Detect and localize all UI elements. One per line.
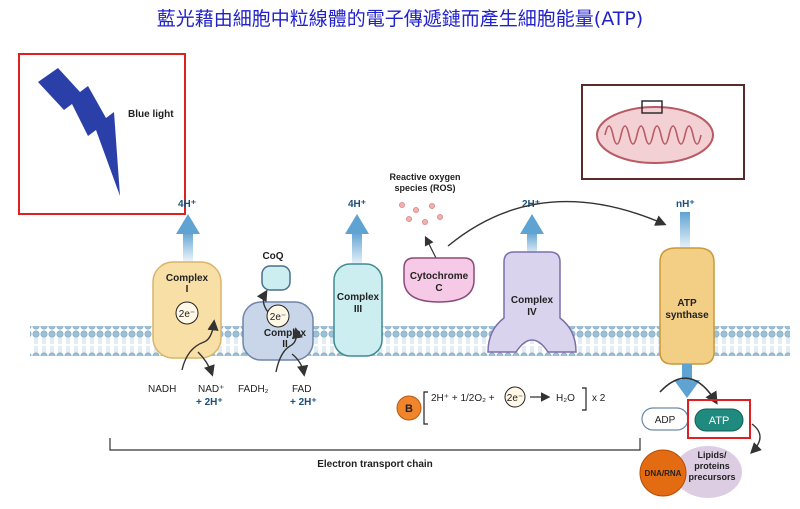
lipids-blob [674,446,742,498]
fad-h-label: + 2H⁺ [290,397,317,408]
atp-to-lipids-arrow [750,423,762,454]
proton-label-atp: nH⁺ [676,199,695,210]
proton-arrow-c4 [520,214,544,256]
adp-label: ADP [655,415,676,426]
blue-light-label: Blue light [128,109,174,120]
lipids-label-3: precursors [688,472,735,482]
atp-label: ATP [709,415,730,427]
equation-bracket-left [423,391,428,425]
complex-3 [333,263,383,357]
fadh2-arrow [275,327,303,373]
proton-arrow-atp [680,212,690,250]
dna-rna-circle [639,449,687,497]
atp-synthase-label-2: synthase [665,310,709,321]
etc-bracket [109,438,641,451]
cytochrome-to-atp-arrow [447,200,667,247]
equation-badge-label: B [405,403,413,415]
lightning-bolt-icon [38,68,120,196]
complex-2 [242,301,314,361]
complex-3-num: III [354,304,363,315]
cytochrome-label: Cytochrome [410,271,469,282]
atp-pill [694,408,744,432]
complex-4-label: Complex [511,295,554,306]
complex-1-num: I [186,284,189,295]
electron-c1-label: 2e⁻ [179,309,195,320]
complex-1-label: Complex [166,273,209,284]
nadh-arrow [181,319,219,371]
etc-label: Electron transport chain [317,459,433,470]
ros-dots [399,202,443,225]
complex-2-label: Complex [264,328,307,339]
atp-synthase-label-1: ATP [677,298,697,309]
ros-arrow [424,235,437,259]
complex-4-num: IV [527,307,537,318]
atp-synthase [659,247,715,365]
cytochrome-c [403,257,475,303]
lipids-label-2: proteins [694,461,730,471]
lipids-label-1: Lipids/ [698,450,727,460]
electron-c2 [266,304,290,328]
adp-to-atp-arrow [659,377,718,405]
fadh2-label: FADH₂ [238,384,269,395]
coq-box [261,265,291,291]
proton-label-c1: 4H⁺ [178,199,196,210]
nad-h-label: + 2H⁺ [196,397,223,408]
complex-2-num: II [282,339,288,350]
coq-arrow [256,289,269,313]
equation-bracket-right [582,387,587,411]
atp-highlight-box [687,399,751,439]
equation-left: 2H⁺ + 1/2O₂ + [431,393,495,404]
coq-label: CoQ [262,251,283,262]
equation-badge [396,395,422,421]
page-title: 藍光藉由細胞中粒線體的電子傳遞鏈而產生細胞能量(ATP) [156,8,644,30]
equation-mult: x 2 [592,393,606,404]
equation-electron-label: 2e⁻ [507,393,523,404]
equation-electron [504,386,526,408]
nad-label: NAD⁺ [198,384,224,395]
ros-label-2: species (ROS) [394,183,455,193]
complex-3-label: Complex [337,292,380,303]
complex-4 [487,251,577,353]
electron-c2-label: 2e⁻ [270,312,286,323]
proton-arrow-c1 [176,214,200,262]
ros-label-1: Reactive oxygen [389,172,460,182]
nadh-label: NADH [148,384,176,395]
cytochrome-letter: C [435,283,442,294]
proton-arrow-c3 [345,214,369,266]
electron-c1 [175,301,199,325]
atp-down-arrow [674,364,700,398]
equation-right: H₂O [556,393,575,404]
mitochondrion-icon [596,100,714,164]
proton-label-c3: 4H⁺ [348,199,366,210]
nad-arrow [197,351,215,377]
fad-arrow [291,353,309,377]
dna-rna-label: DNA/RNA [645,469,682,478]
fad-label: FAD [292,384,311,395]
